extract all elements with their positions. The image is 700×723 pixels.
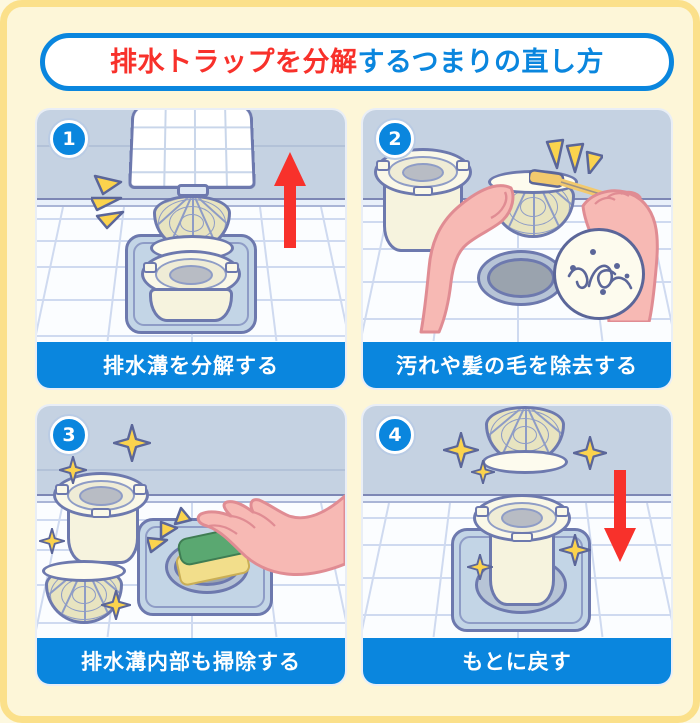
sparkle-icon [467,554,493,580]
sparkle-icon [59,456,87,484]
up-arrow-icon [274,152,306,248]
drain-cover-lid [128,110,256,189]
removed-trap-notch-left [55,484,69,495]
removed-trap-notch-front [413,186,433,196]
steps-grid: 排水溝を分解する 1 [37,110,671,690]
page-title-banner: 排水トラップを分解するつまりの直し方 [40,33,674,91]
removed-trap-opening [402,163,444,182]
step-panel-3[interactable]: 排水溝内部も掃除する 3 [37,406,345,684]
step-panel-1[interactable]: 排水溝を分解する 1 [37,110,345,388]
removed-trap-notch-left [376,160,390,171]
removed-trap-notch-front [91,508,111,518]
wall-floor-edge [37,494,345,504]
trap-notch-left [475,506,489,517]
sparkle-icon [573,436,607,470]
sparkle-icon [443,432,479,468]
step-4-illustration [363,406,671,638]
step-panel-4[interactable]: もとに戻す 4 [363,406,671,684]
down-arrow-icon [604,470,636,562]
sparkle-icon [559,534,591,566]
trap-notch-left [143,262,157,273]
left-hand [419,184,515,334]
trap-opening [169,265,213,285]
step-2-caption: 汚れや髪の毛を除去する [363,342,671,388]
page-title-highlight: 排水トラップを分解 [110,46,358,78]
step-3-caption: 排水溝内部も掃除する [37,638,345,684]
scrubbing-hand [196,494,345,576]
impact-marks-icon [91,174,125,230]
sparkle-icon [471,460,495,484]
trap-opening [501,508,543,528]
step-3-illustration [37,406,345,638]
impact-marks-icon [545,138,603,174]
step-1-badge: 1 [50,120,88,158]
page-title: 排水トラップを分解するつまりの直し方 [110,49,604,76]
sparkle-icon [101,590,131,620]
step-2-badge: 2 [376,120,414,158]
step-1-caption: 排水溝を分解する [37,342,345,388]
basket-rim [482,450,568,474]
step-panel-2[interactable]: 汚れや髪の毛を除去する 2 [363,110,671,388]
step-1-illustration [37,110,345,342]
trap-notch-right [225,262,239,273]
removed-trap-opening [79,486,123,506]
step-3-badge: 3 [50,416,88,454]
step-4-badge: 4 [376,416,414,454]
trap-cylinder [149,288,233,322]
trap-notch-right [555,506,569,517]
step-2-illustration [363,110,671,342]
impact-marks-icon [147,506,193,554]
trap-notch-front [511,532,533,542]
hair-debris-icon [567,249,633,295]
sparkle-icon [113,424,151,462]
page-title-rest: するつまりの直し方 [357,46,604,78]
step-4-caption: もとに戻す [363,638,671,684]
removed-trap-notch-right [133,484,147,495]
removed-trap-notch-right [456,160,470,171]
basket-rim [42,560,126,582]
sparkle-icon [39,528,65,554]
